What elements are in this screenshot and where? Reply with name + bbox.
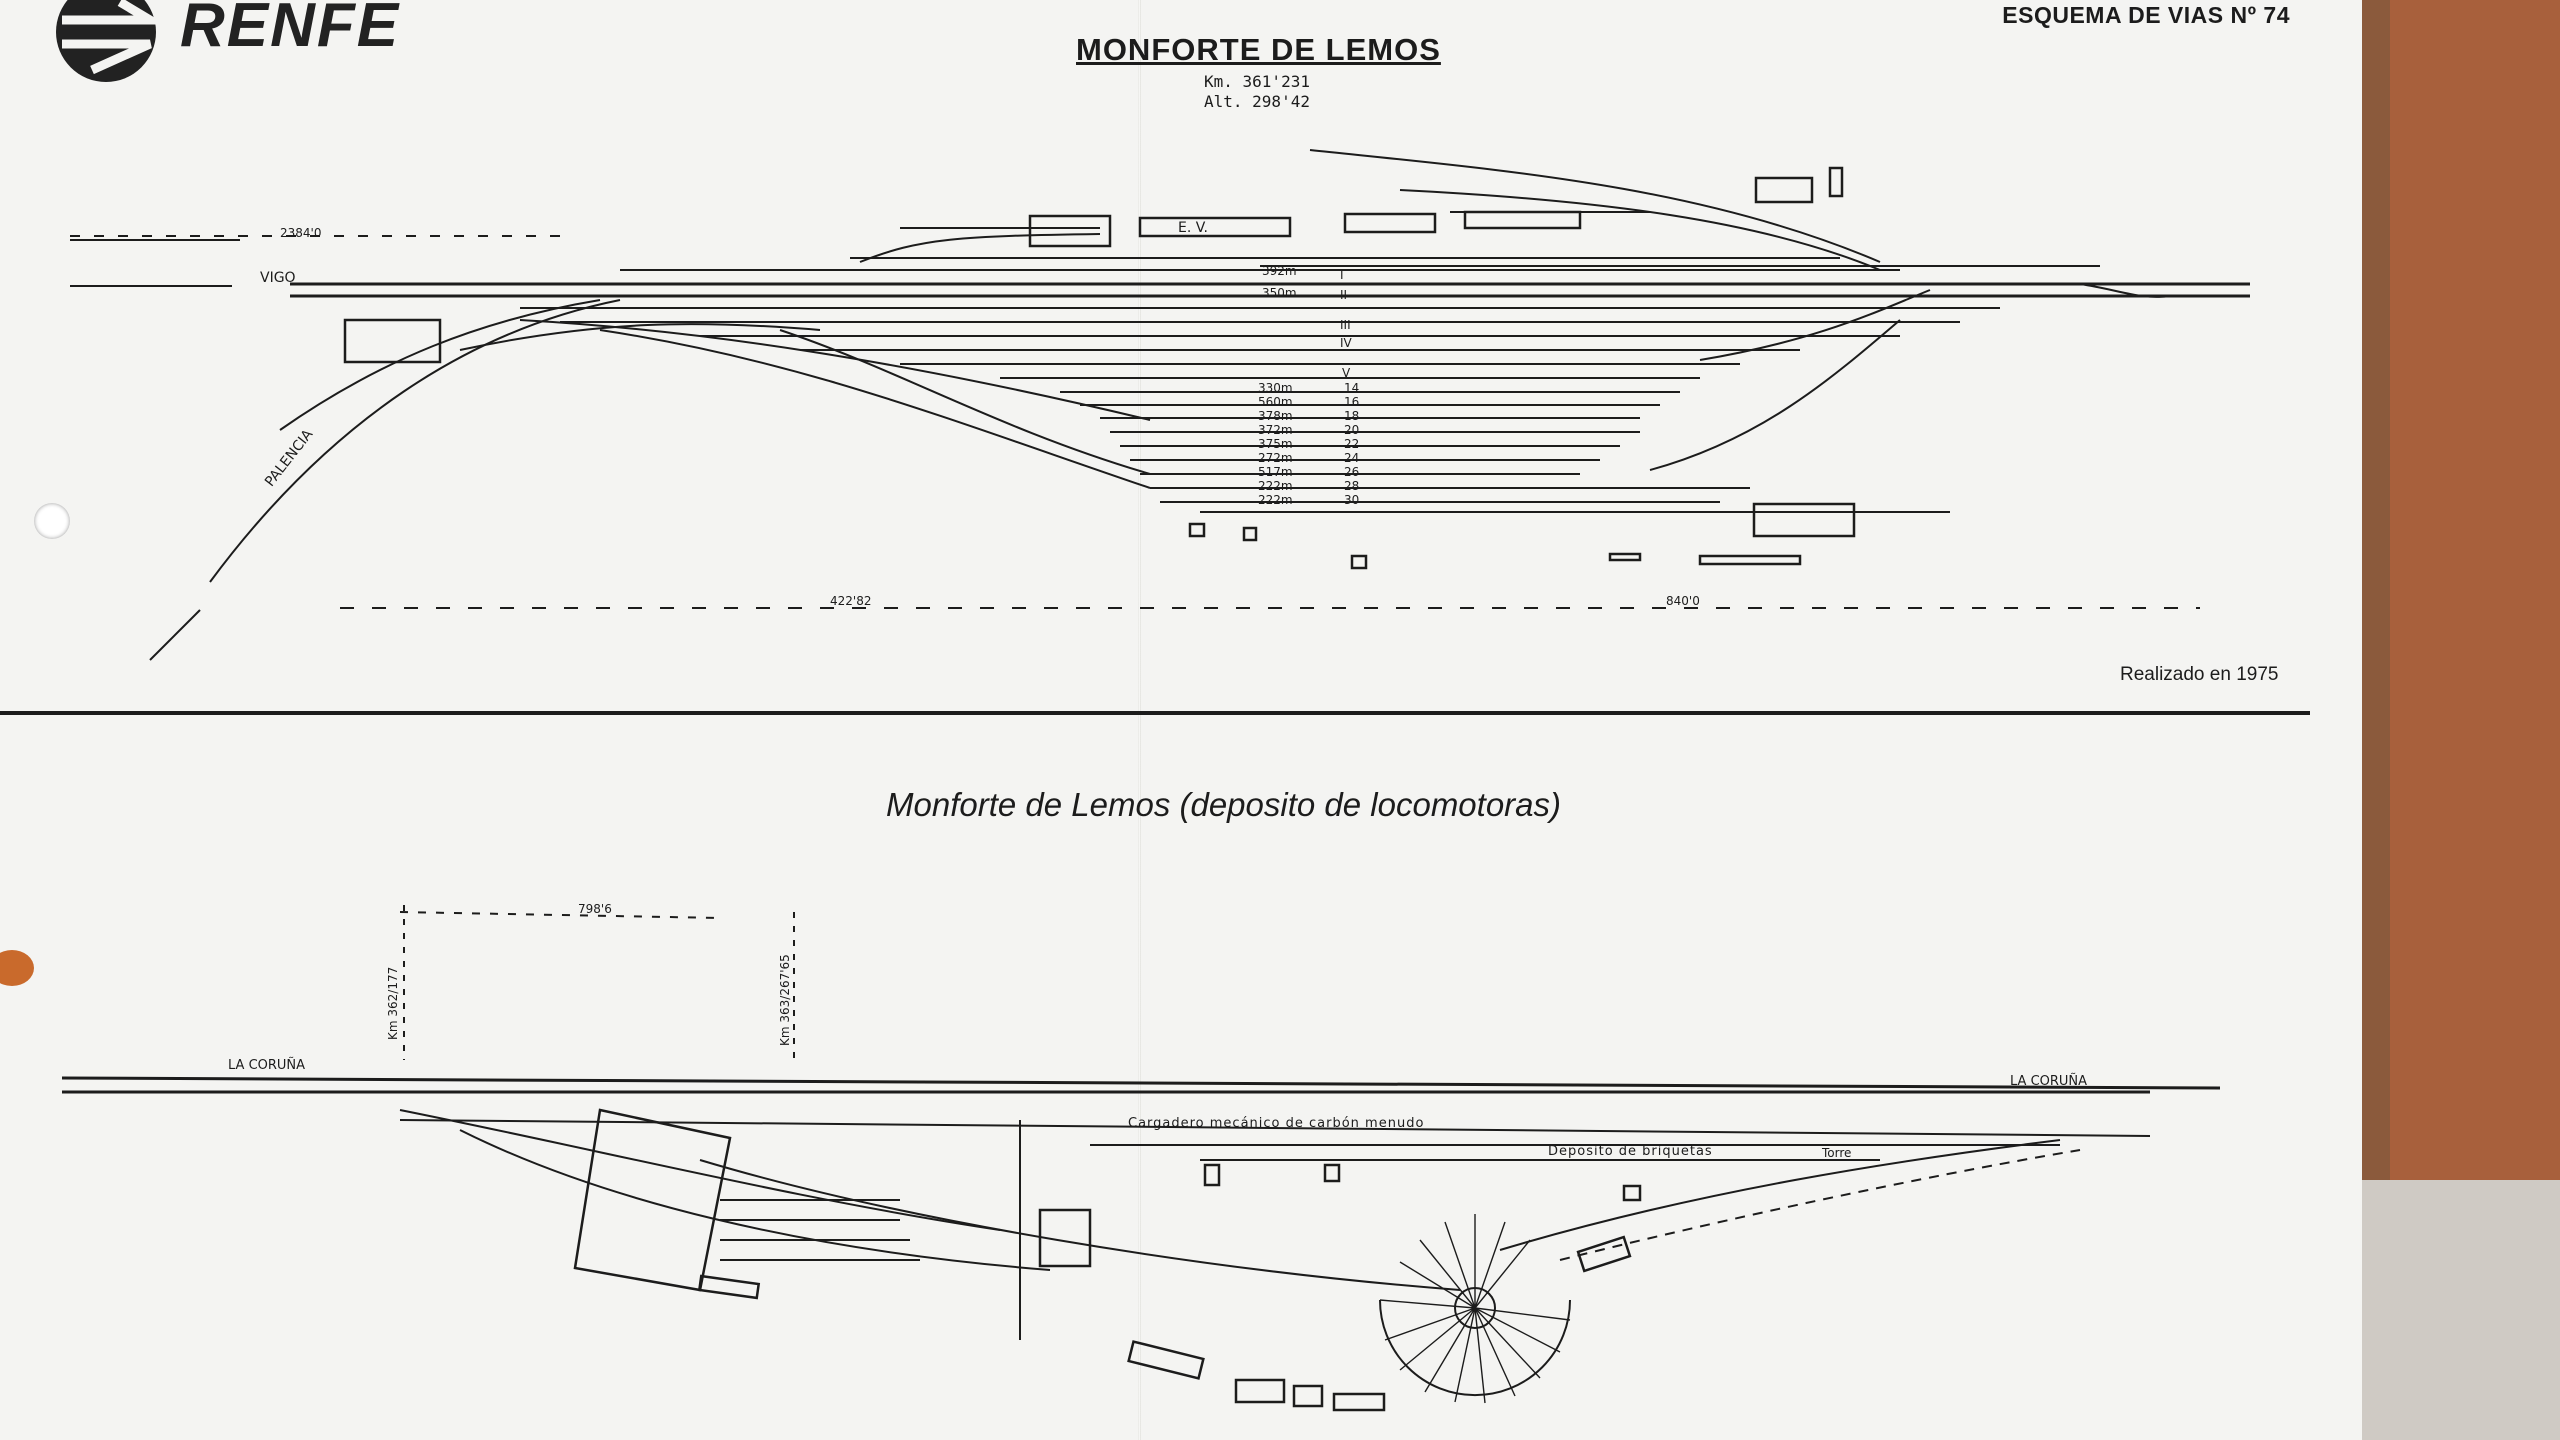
leather-folder	[2390, 0, 2560, 1180]
turntable-icon	[1379, 1214, 1571, 1404]
track-length-II: 350m	[1262, 286, 1297, 300]
punch-hole-top	[34, 503, 70, 539]
km-marker: Km. 361'231	[1204, 72, 1310, 91]
diagram-drawing	[0, 0, 2310, 1412]
distance-mid: 422'82	[830, 594, 872, 608]
table-background	[2330, 0, 2560, 1440]
station-title: MONFORTE DE LEMOS	[1076, 32, 1441, 67]
floor-area	[2330, 1180, 2560, 1440]
track-22-label: 22	[1344, 437, 1360, 451]
distance-left: 2384'0	[280, 226, 322, 240]
vigo-label: VIGO	[260, 270, 296, 286]
station-buildings	[343, 166, 1856, 570]
track-30-label: 30	[1344, 493, 1360, 507]
date-note: Realizado en 1975	[2120, 664, 2279, 685]
track-II-label: II	[1340, 288, 1348, 302]
track-IV-label: IV	[1340, 336, 1352, 350]
track-length-22: 375m	[1258, 437, 1293, 451]
track-length-30: 222m	[1258, 493, 1293, 507]
track-length-28: 222m	[1258, 479, 1293, 493]
track-28-label: 28	[1344, 479, 1360, 493]
track-24-label: 24	[1344, 451, 1360, 465]
altitude-marker: Alt. 298'42	[1204, 92, 1310, 111]
track-V-label: V	[1342, 366, 1351, 380]
renfe-wordmark: RENFE	[180, 0, 401, 60]
torre-label: Torre	[1822, 1146, 1852, 1160]
track-length-16: 560m	[1258, 395, 1293, 409]
briquette-depot-label: Deposito de briquetas	[1548, 1144, 1713, 1159]
track-III-label: III	[1340, 318, 1351, 332]
track-20-label: 20	[1344, 423, 1360, 437]
punch-hole-bottom	[0, 950, 34, 986]
km-marker-a: Km 362/177	[386, 966, 400, 1040]
track-length-18: 378m	[1258, 409, 1293, 423]
track-16-label: 16	[1344, 395, 1360, 409]
ev-building-label: E. V.	[1178, 220, 1208, 236]
depot-title: Monforte de Lemos (deposito de locomotor…	[886, 786, 1562, 823]
la-coruna-right-label: LA CORUÑA	[2010, 1074, 2088, 1089]
depot-track-lines	[61, 905, 2221, 1340]
track-length-20: 372m	[1258, 423, 1293, 437]
km-marker-b: Km 363/267'65	[778, 954, 792, 1046]
track-diagram-sheet: RENFE ESQUEMA DE VIAS Nº 74 MONFORTE DE …	[0, 0, 2362, 1440]
la-coruna-left-label: LA CORUÑA	[228, 1058, 306, 1073]
track-I-label: I	[1340, 268, 1344, 282]
track-14-label: 14	[1344, 381, 1360, 395]
station-track-lines	[70, 149, 2250, 661]
track-length-I: 392m	[1262, 264, 1297, 278]
distance-right: 840'0	[1666, 594, 1700, 608]
paper-fold	[1138, 0, 1141, 1440]
track-length-26: 517m	[1258, 465, 1293, 479]
depot-distance: 798'6	[578, 902, 612, 916]
depot-buildings	[573, 1108, 1642, 1412]
track-length-24: 272m	[1258, 451, 1293, 465]
renfe-logo-icon	[56, 0, 167, 82]
track-length-14: 330m	[1258, 381, 1293, 395]
track-26-label: 26	[1344, 465, 1360, 479]
track-18-label: 18	[1344, 409, 1360, 423]
document-number: ESQUEMA DE VIAS Nº 74	[2002, 2, 2290, 28]
coal-loader-label: Cargadero mecánico de carbón menudo	[1128, 1116, 1425, 1131]
